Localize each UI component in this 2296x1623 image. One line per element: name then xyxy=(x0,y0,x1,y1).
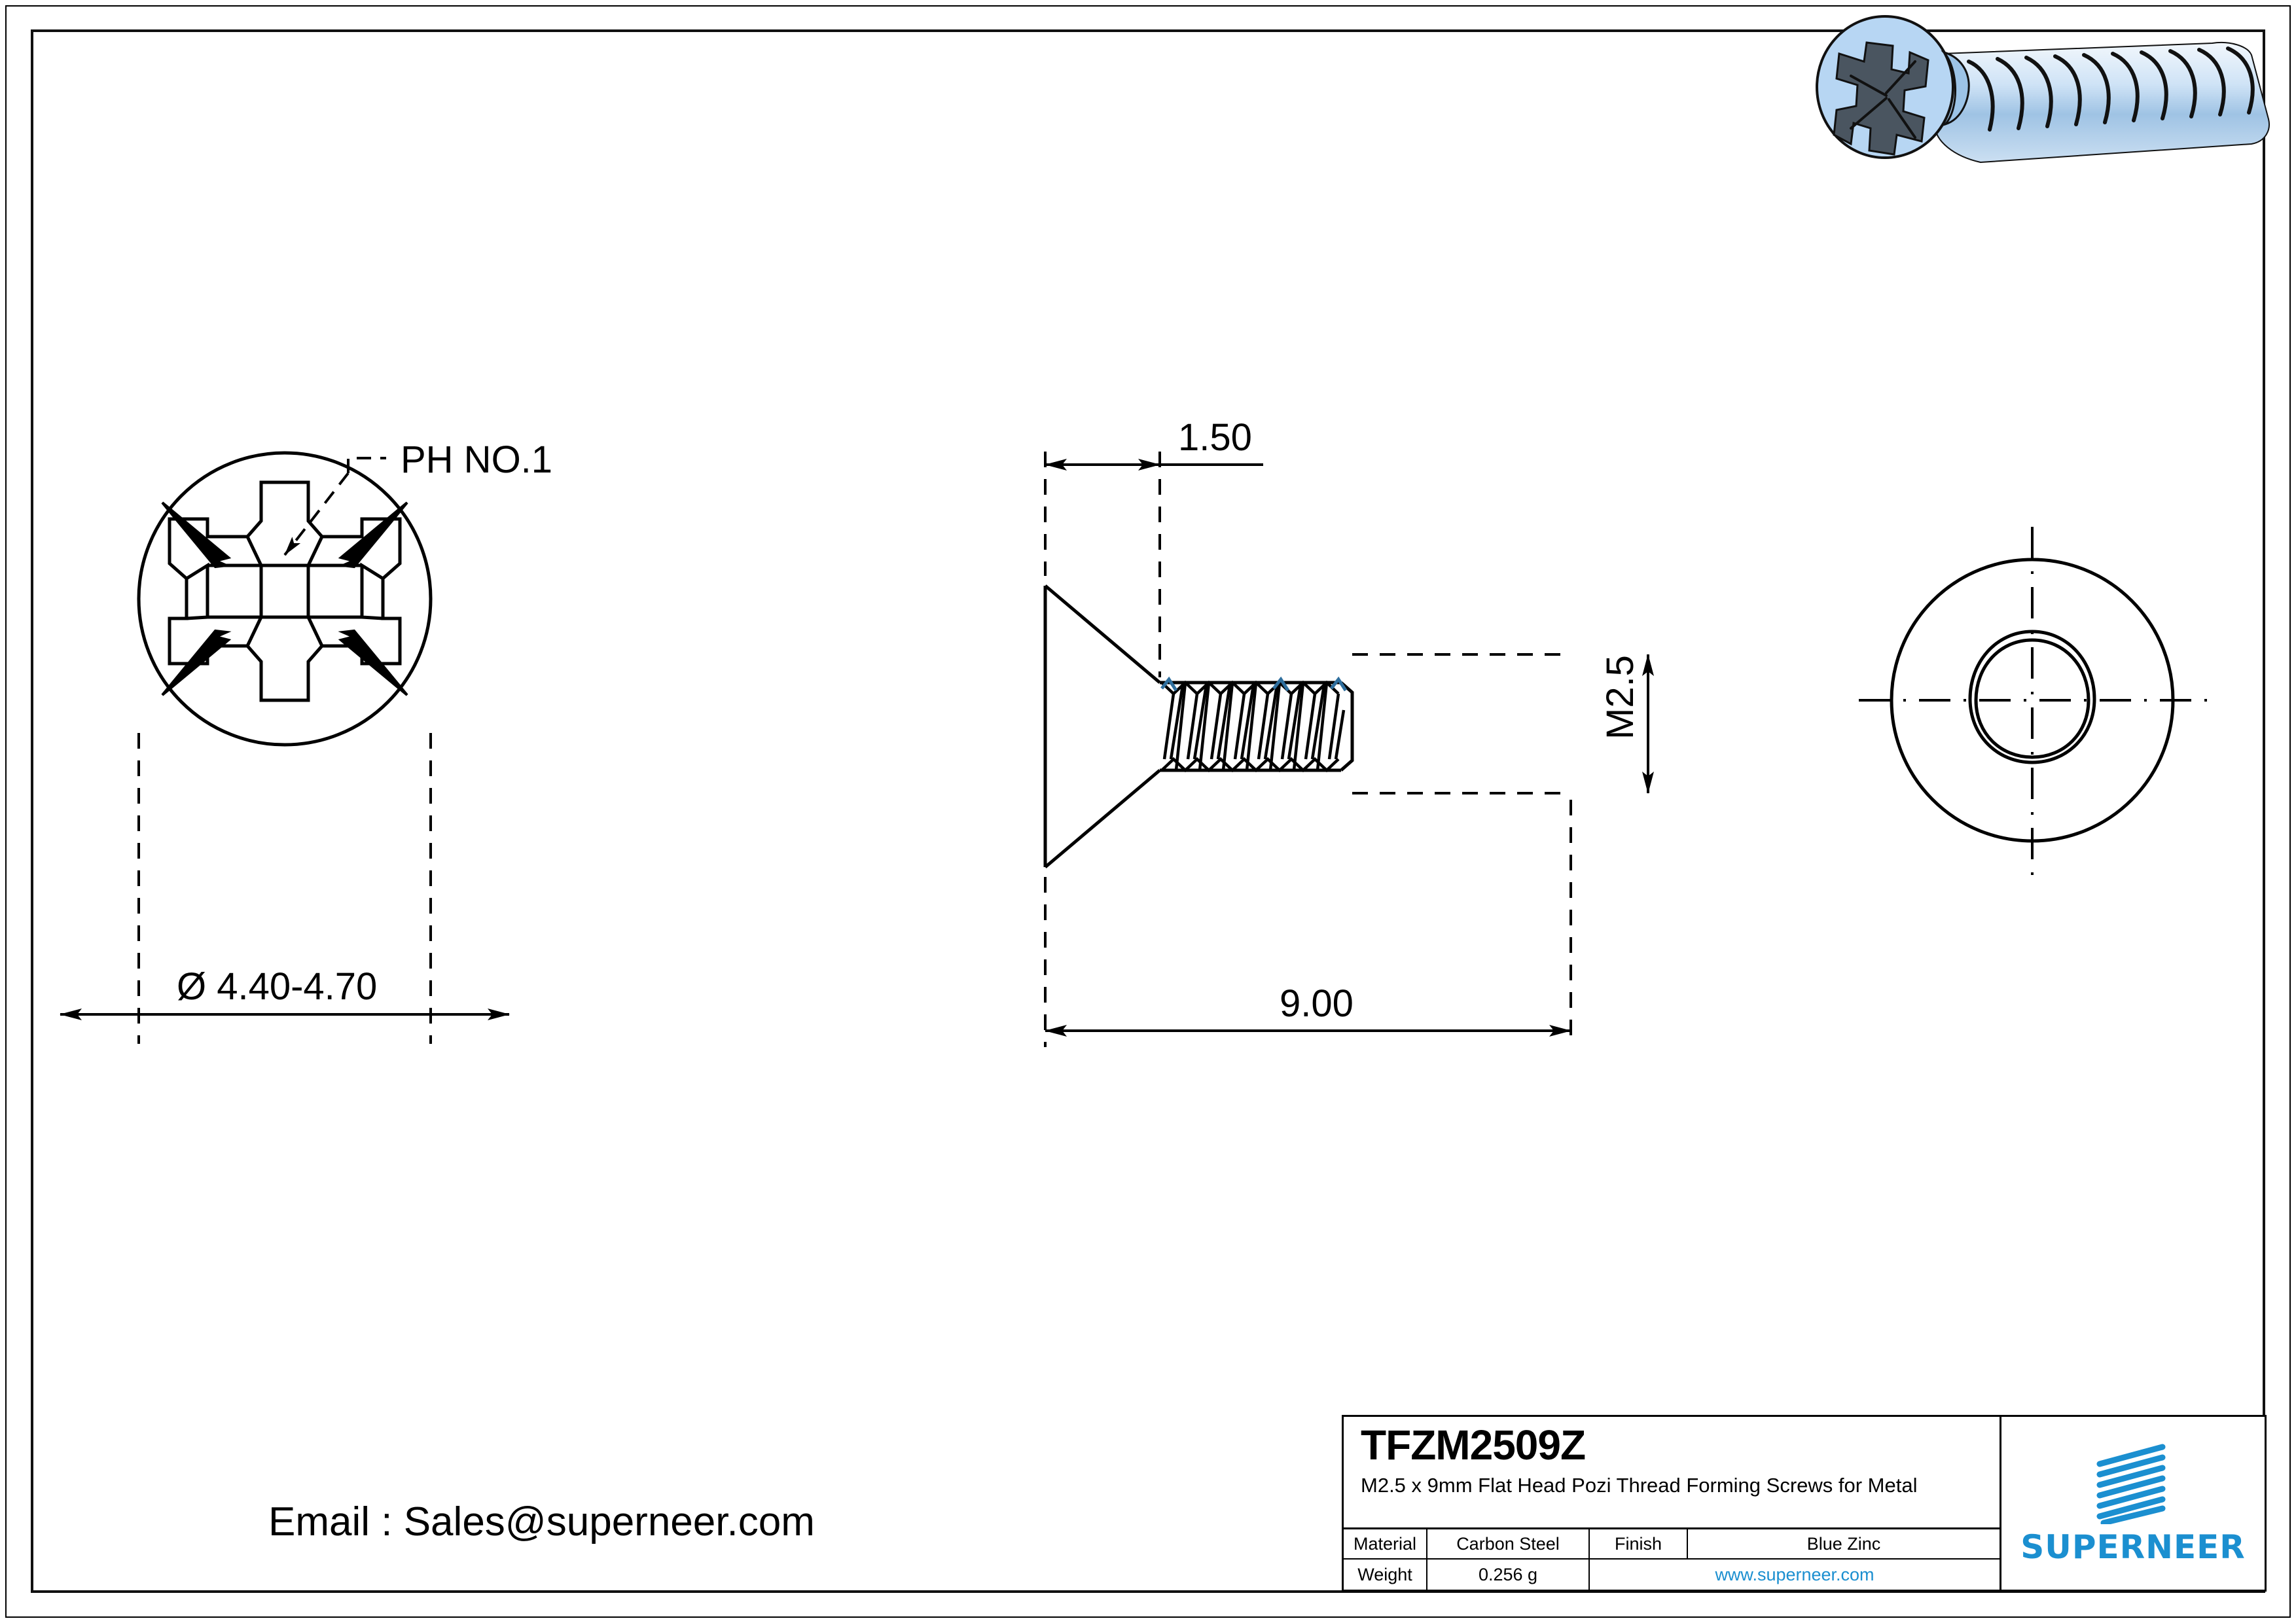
superneer-logo-icon xyxy=(2096,1444,2166,1524)
head-height-dimension xyxy=(1044,452,1263,677)
sheet-outer-border xyxy=(5,5,2291,1618)
title-block-header: TFZM2509Z M2.5 x 9mm Flat Head Pozi Thre… xyxy=(1344,1417,2000,1527)
overall-length-label: 9.00 xyxy=(1280,982,1354,1025)
head-outline-circle xyxy=(137,451,433,747)
thread-size-dimension xyxy=(1352,653,1654,794)
trilobe-inner-profile xyxy=(1974,638,2090,759)
render-shank xyxy=(1931,42,2270,164)
side-elevation-view: 1.50 M2.5 9.00 xyxy=(1043,416,1654,1047)
thread-profile xyxy=(1160,680,1346,773)
screw-point-end xyxy=(1340,681,1354,772)
title-block: TFZM2509Z M2.5 x 9mm Flat Head Pozi Thre… xyxy=(1342,1415,2267,1592)
part-description: M2.5 x 9mm Flat Head Pozi Thread Forming… xyxy=(1361,1474,1918,1497)
part-number: TFZM2509Z xyxy=(1361,1421,1586,1469)
spec-row-material-finish: Material Carbon Steel Finish Blue Zinc xyxy=(1344,1529,2000,1560)
head-diameter-label: Ø 4.40-4.70 xyxy=(177,965,377,1008)
head-end-view: PH NO.1 Ø 4.40-4.70 xyxy=(60,438,552,1044)
material-label: Material xyxy=(1344,1529,1427,1558)
finish-value: Blue Zinc xyxy=(1806,1533,1881,1554)
isometric-screw-render xyxy=(1816,15,2270,164)
head-height-label: 1.50 xyxy=(1178,416,1252,459)
render-head xyxy=(1816,15,1970,159)
overall-length-dimension xyxy=(1044,800,1572,1047)
trilobe-outer-profile xyxy=(1968,630,2096,764)
brand-name: SUPERNEER xyxy=(2020,1528,2246,1566)
title-block-brand: SUPERNEER xyxy=(2001,1417,2265,1590)
ph-callout-label: PH NO.1 xyxy=(401,438,552,481)
website-link[interactable]: www.superneer.com xyxy=(1715,1564,1874,1584)
finish-label: Finish xyxy=(1590,1529,1688,1558)
pozidriv-recess xyxy=(168,480,402,702)
pozidriv-tick-marks xyxy=(161,501,408,696)
head-cone-lower xyxy=(1044,769,1161,868)
material-value: Carbon Steel xyxy=(1427,1529,1590,1558)
title-block-left: TFZM2509Z M2.5 x 9mm Flat Head Pozi Thre… xyxy=(1344,1417,2001,1590)
thread-size-label: M2.5 xyxy=(1599,655,1641,740)
thread-lead-in-highlight xyxy=(1160,676,1348,692)
point-end-view xyxy=(1859,527,2207,875)
spec-row-weight-website: Weight 0.256 g www.superneer.com xyxy=(1344,1560,2000,1590)
weight-value: 0.256 g xyxy=(1427,1560,1590,1590)
head-cone-upper xyxy=(1044,584,1161,684)
title-block-spec-rows: Material Carbon Steel Finish Blue Zinc W… xyxy=(1344,1527,2000,1590)
ph-callout-leader xyxy=(283,457,386,556)
weight-label: Weight xyxy=(1344,1560,1427,1590)
head-diameter-dimension xyxy=(60,733,510,1044)
email-text: Email : Sales@superneer.com xyxy=(268,1499,815,1544)
sheet-inner-frame xyxy=(31,29,2265,1593)
